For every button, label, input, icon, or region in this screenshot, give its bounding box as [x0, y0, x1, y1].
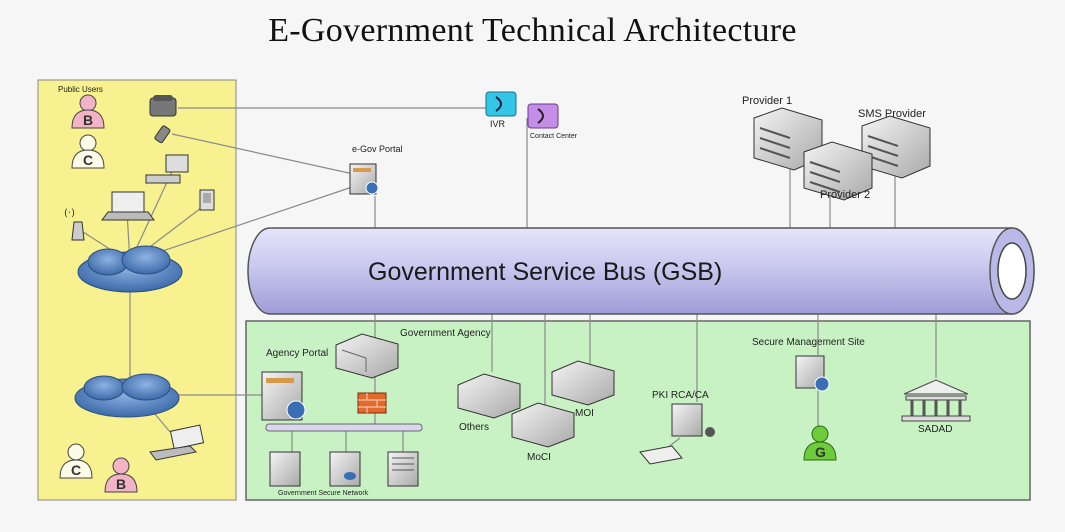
agency-portal-server-icon [261, 371, 306, 421]
ivr-icon [485, 91, 517, 117]
sms-provider-server-icon [861, 115, 931, 179]
user-avatar-g: G [803, 425, 837, 461]
internet-cloud-icon [77, 245, 183, 293]
moi-label: MOI [575, 408, 594, 419]
pki-label: PKI RCA/CA [652, 390, 709, 401]
others-label: Others [459, 422, 489, 433]
provider-2-server-icon [803, 141, 873, 201]
laptop-icon-2 [149, 424, 205, 461]
network-cloud-icon [74, 373, 180, 418]
wireless-antenna-icon: (·) [64, 208, 85, 241]
secure-network-backbone [265, 423, 423, 432]
svg-text:C: C [83, 152, 93, 168]
agency-portal-label: Agency Portal [266, 348, 328, 359]
network-server-icon-3 [387, 451, 419, 487]
svg-text:B: B [83, 112, 93, 128]
pki-server-icon [671, 403, 715, 437]
user-avatar-c-bottom: C [59, 443, 93, 479]
user-avatar-c: C [71, 134, 105, 169]
secure-site-label: Secure Management Site [752, 337, 865, 348]
desktop-computer-icon [145, 154, 189, 184]
svg-text:(·): (·) [64, 208, 75, 219]
government-agency-building-icon [335, 333, 399, 379]
moi-building-icon [551, 360, 615, 406]
egov-portal-label: e-Gov Portal [352, 144, 403, 154]
government-agency-label: Government Agency [400, 328, 491, 339]
telephone-icon [149, 95, 177, 117]
secure-site-server-icon [795, 355, 830, 392]
svg-text:G: G [815, 444, 826, 460]
laptop-icon [101, 191, 155, 221]
others-building-icon [457, 373, 521, 419]
database-server-icon [329, 451, 361, 487]
smart-card-reader-icon [639, 445, 683, 465]
pda-icon [199, 189, 215, 211]
bank-building-icon [901, 379, 971, 422]
connection-lines [79, 107, 937, 453]
moci-building-icon [511, 402, 575, 448]
public-users-label: Public Users [58, 85, 103, 94]
gsb-label: Government Service Bus (GSB) [368, 258, 722, 286]
diagram-title: E-Government Technical Architecture [268, 12, 797, 49]
secure-network-label: Government Secure Network [278, 490, 369, 497]
network-server-icon-1 [269, 451, 301, 487]
ivr-label: IVR [490, 119, 506, 129]
user-avatar-b-bottom: B [104, 457, 138, 493]
sms-provider-label: SMS Provider [858, 108, 926, 120]
svg-text:B: B [116, 476, 126, 492]
mobile-phone-icon [154, 125, 171, 144]
government-service-bus [247, 227, 1035, 315]
provider-2-label: Provider 2 [820, 189, 870, 201]
provider-1-label: Provider 1 [742, 95, 792, 107]
contact-center-label: Contact Center [530, 133, 578, 140]
svg-text:C: C [71, 462, 81, 478]
moci-label: MoCI [527, 452, 551, 463]
sadad-label: SADAD [918, 424, 952, 435]
user-avatar-b: B [71, 94, 105, 129]
firewall-icon [357, 392, 387, 414]
egov-portal-server-icon [349, 163, 379, 195]
contact-center-icon [527, 103, 559, 129]
